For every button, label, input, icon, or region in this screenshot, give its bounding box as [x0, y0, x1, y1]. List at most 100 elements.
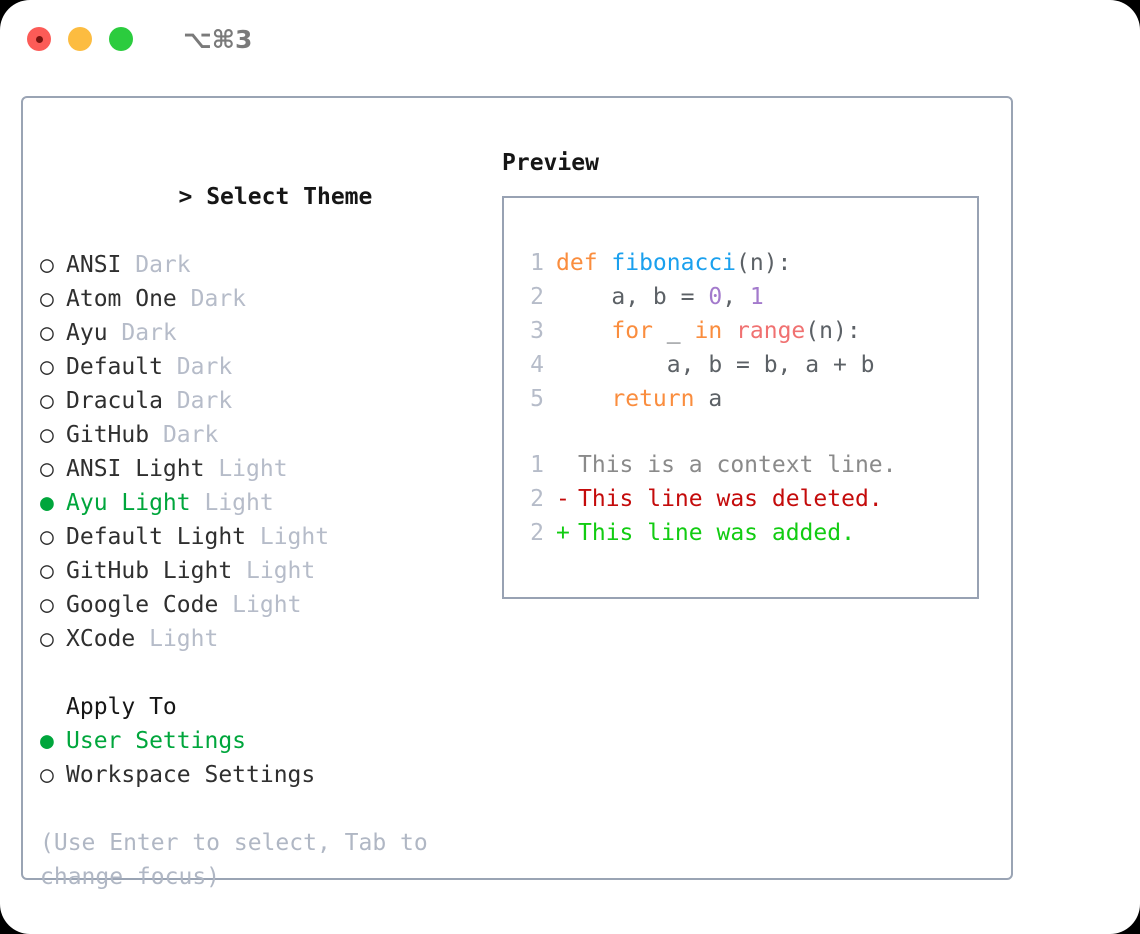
code-token-txt: a, b = b, a + b [556, 352, 875, 378]
maximize-window-button[interactable] [109, 27, 133, 51]
code-line: 2 a, b = 0, 1 [520, 280, 875, 314]
theme-option-ansi-light[interactable]: ○ ANSI Light Light [40, 452, 480, 486]
radio-unselected-icon: ○ [40, 388, 54, 414]
apply-to-option-user-settings[interactable]: ● User Settings [40, 724, 480, 758]
theme-option-variant: Light [232, 558, 316, 584]
diff-marker-icon: + [556, 520, 570, 546]
code-line-number: 3 [530, 318, 544, 344]
theme-option-ayu[interactable]: ○Ayu Dark [40, 316, 480, 350]
theme-option-variant: Light [204, 456, 288, 482]
code-token-kw: return [611, 386, 695, 412]
keyboard-hint-text: (Use Enter to select, Tab to change focu… [40, 830, 428, 890]
code-token-num: 1 [749, 284, 764, 310]
theme-option-variant: Dark [176, 286, 247, 312]
theme-option-name: Default [66, 354, 163, 380]
theme-option-name: XCode [66, 626, 136, 652]
theme-option-name: GitHub [66, 422, 150, 448]
theme-option-dracula[interactable]: ○ Dracula Dark [40, 384, 480, 418]
code-line: 3 for _ in range(n): [520, 314, 875, 348]
minimize-window-button[interactable] [68, 27, 92, 51]
keyboard-shortcut-label: ⌥⌘3 [183, 24, 253, 54]
theme-option-name: Default Light [66, 524, 247, 550]
apply-to-heading: Apply To [66, 694, 177, 720]
diff-line-number: 2 [530, 520, 544, 546]
theme-option-default[interactable]: ○ Default Dark [40, 350, 480, 384]
theme-option-github-light[interactable]: ○ GitHub Light Light [40, 554, 480, 588]
radio-unselected-icon: ○ [40, 592, 54, 618]
theme-option-name: GitHub Light [66, 558, 233, 584]
code-line-number: 4 [530, 352, 544, 378]
radio-unselected-icon: ○ [40, 422, 54, 448]
radio-unselected-icon: ○ [40, 354, 54, 380]
diff-line-text: This line was deleted. [578, 486, 883, 512]
apply-to-option-name: Workspace Settings [66, 762, 316, 788]
code-token-txt: (n): [805, 318, 861, 344]
code-token-call: range [736, 318, 806, 344]
diff-line-number: 1 [530, 452, 544, 478]
radio-selected-icon: ● [40, 490, 54, 516]
code-token-txt [556, 386, 611, 412]
theme-list: ○ANSI Dark○Atom One Dark○Ayu Dark○Defaul… [40, 248, 480, 656]
close-window-button[interactable] [27, 27, 51, 51]
theme-option-name: Dracula [66, 388, 163, 414]
theme-option-github[interactable]: ○ GitHub Dark [40, 418, 480, 452]
code-line-number: 2 [530, 284, 544, 310]
diff-line-text: This line was added. [578, 520, 855, 546]
code-token-kw: in [694, 318, 723, 344]
diff-marker-icon [556, 448, 578, 482]
diff-line-del: 2-This line was deleted. [520, 482, 897, 516]
code-token-num: 0 [708, 284, 723, 310]
theme-option-atom-one[interactable]: ○Atom One Dark [40, 282, 480, 316]
code-token-txt: a, b = [556, 284, 709, 310]
code-token-kw: def [556, 250, 612, 276]
theme-option-variant: Dark [162, 388, 233, 414]
theme-option-default-light[interactable]: ○Default Light Light [40, 520, 480, 554]
apply-to-option-name: User Settings [66, 728, 247, 754]
preview-heading: Preview [502, 150, 599, 176]
theme-option-variant: Dark [121, 252, 191, 278]
diff-line-number: 2 [530, 486, 544, 512]
diff-line-text: This is a context line. [578, 452, 897, 478]
code-line: 4 a, b = b, a + b [520, 348, 875, 382]
apply-to-list: ● User Settings ○ Workspace Settings [40, 724, 480, 792]
code-token-txt [722, 318, 736, 344]
radio-unselected-icon: ○ [40, 456, 54, 482]
theme-option-ayu-light[interactable]: ● Ayu Light Light [40, 486, 480, 520]
radio-unselected-icon: ○ [40, 762, 54, 788]
traffic-light-buttons [27, 27, 133, 51]
focus-caret-icon: > [178, 184, 193, 210]
theme-option-variant: Dark [107, 320, 177, 346]
theme-option-name: Ayu [66, 320, 108, 346]
code-token-kw: for [611, 318, 653, 344]
code-token-txt: a [694, 386, 723, 412]
theme-option-variant: Dark [149, 422, 219, 448]
apply-to-section: Apply To ● User Settings ○ Workspace Settin… [40, 690, 480, 792]
theme-option-ansi[interactable]: ○ANSI Dark [40, 248, 480, 282]
select-theme-heading-label: Select Theme [206, 184, 373, 210]
theme-option-variant: Light [218, 592, 302, 618]
radio-unselected-icon: ○ [40, 252, 54, 278]
theme-option-google-code[interactable]: ○ Google Code Light [40, 588, 480, 622]
theme-option-name: ANSI Light [66, 456, 205, 482]
theme-option-variant: Dark [162, 354, 233, 380]
diff-line-add: 2 + This line was added. [520, 516, 897, 550]
radio-unselected-icon: ○ [40, 626, 54, 652]
code-token-txt: _ [652, 318, 695, 344]
code-token-fn: fibonacci [611, 250, 737, 276]
theme-option-name: Google Code [66, 592, 219, 618]
radio-unselected-icon: ○ [40, 558, 54, 584]
radio-selected-icon: ● [40, 728, 54, 754]
code-token-txt: , [722, 284, 750, 310]
apply-to-option-workspace-settings[interactable]: ○ Workspace Settings [40, 758, 480, 792]
theme-option-variant: Light [190, 490, 274, 516]
code-line-number: 1 [530, 250, 544, 276]
theme-option-xcode[interactable]: ○XCode Light [40, 622, 480, 656]
code-line-number: 5 [530, 386, 544, 412]
diff-line-ctx: 1 This is a context line. [520, 448, 897, 482]
radio-unselected-icon: ○ [40, 286, 54, 312]
theme-option-name: Ayu Light [66, 490, 191, 516]
